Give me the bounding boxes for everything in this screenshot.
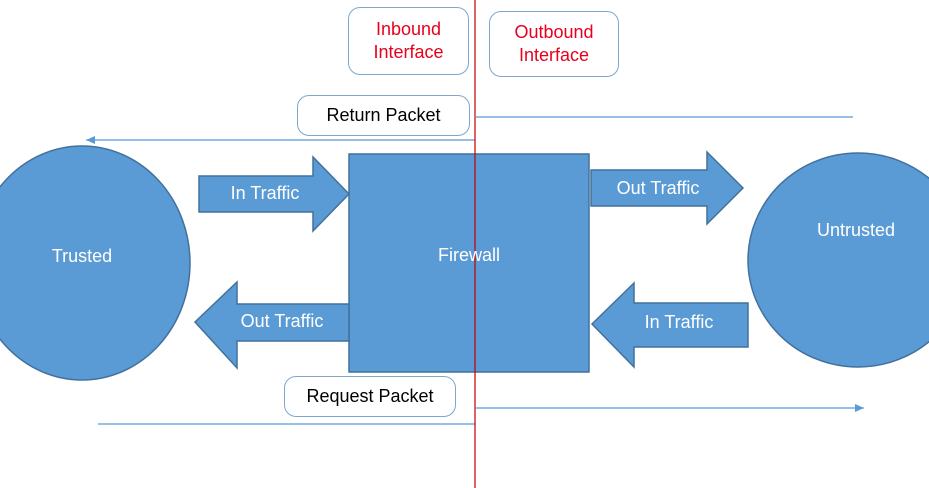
arrow-left-icon bbox=[590, 281, 749, 369]
return-packet-text: Return Packet bbox=[326, 105, 441, 125]
outbound-interface-line2: Interface bbox=[518, 45, 590, 65]
request-packet-text: Request Packet bbox=[306, 386, 434, 406]
firewall-label: Firewall bbox=[437, 245, 500, 265]
inbound-interface-line2: Interface bbox=[373, 42, 444, 62]
untrusted-circle bbox=[747, 152, 929, 368]
arrow-right-icon bbox=[590, 150, 745, 226]
left-in-traffic-label: In Traffic bbox=[230, 183, 300, 203]
arrow-left-icon bbox=[193, 280, 350, 370]
outbound-interface-line1: Outbound bbox=[514, 22, 594, 42]
right-out-traffic-label: Out Traffic bbox=[616, 178, 700, 198]
untrusted-label: Untrusted bbox=[816, 220, 896, 240]
request-packet-label: Request Packet bbox=[284, 376, 456, 417]
outbound-interface-label: Outbound Interface bbox=[489, 11, 619, 77]
right-in-traffic-label: In Traffic bbox=[644, 312, 714, 332]
inbound-interface-label: Inbound Interface bbox=[348, 7, 469, 75]
trusted-circle bbox=[0, 145, 191, 381]
firewall-box bbox=[348, 153, 590, 373]
trusted-label: Trusted bbox=[51, 246, 113, 266]
return-packet-label: Return Packet bbox=[297, 95, 470, 136]
arrow-right-icon bbox=[198, 155, 351, 233]
inbound-interface-line1: Inbound bbox=[375, 19, 442, 39]
left-out-traffic-label: Out Traffic bbox=[240, 311, 324, 331]
